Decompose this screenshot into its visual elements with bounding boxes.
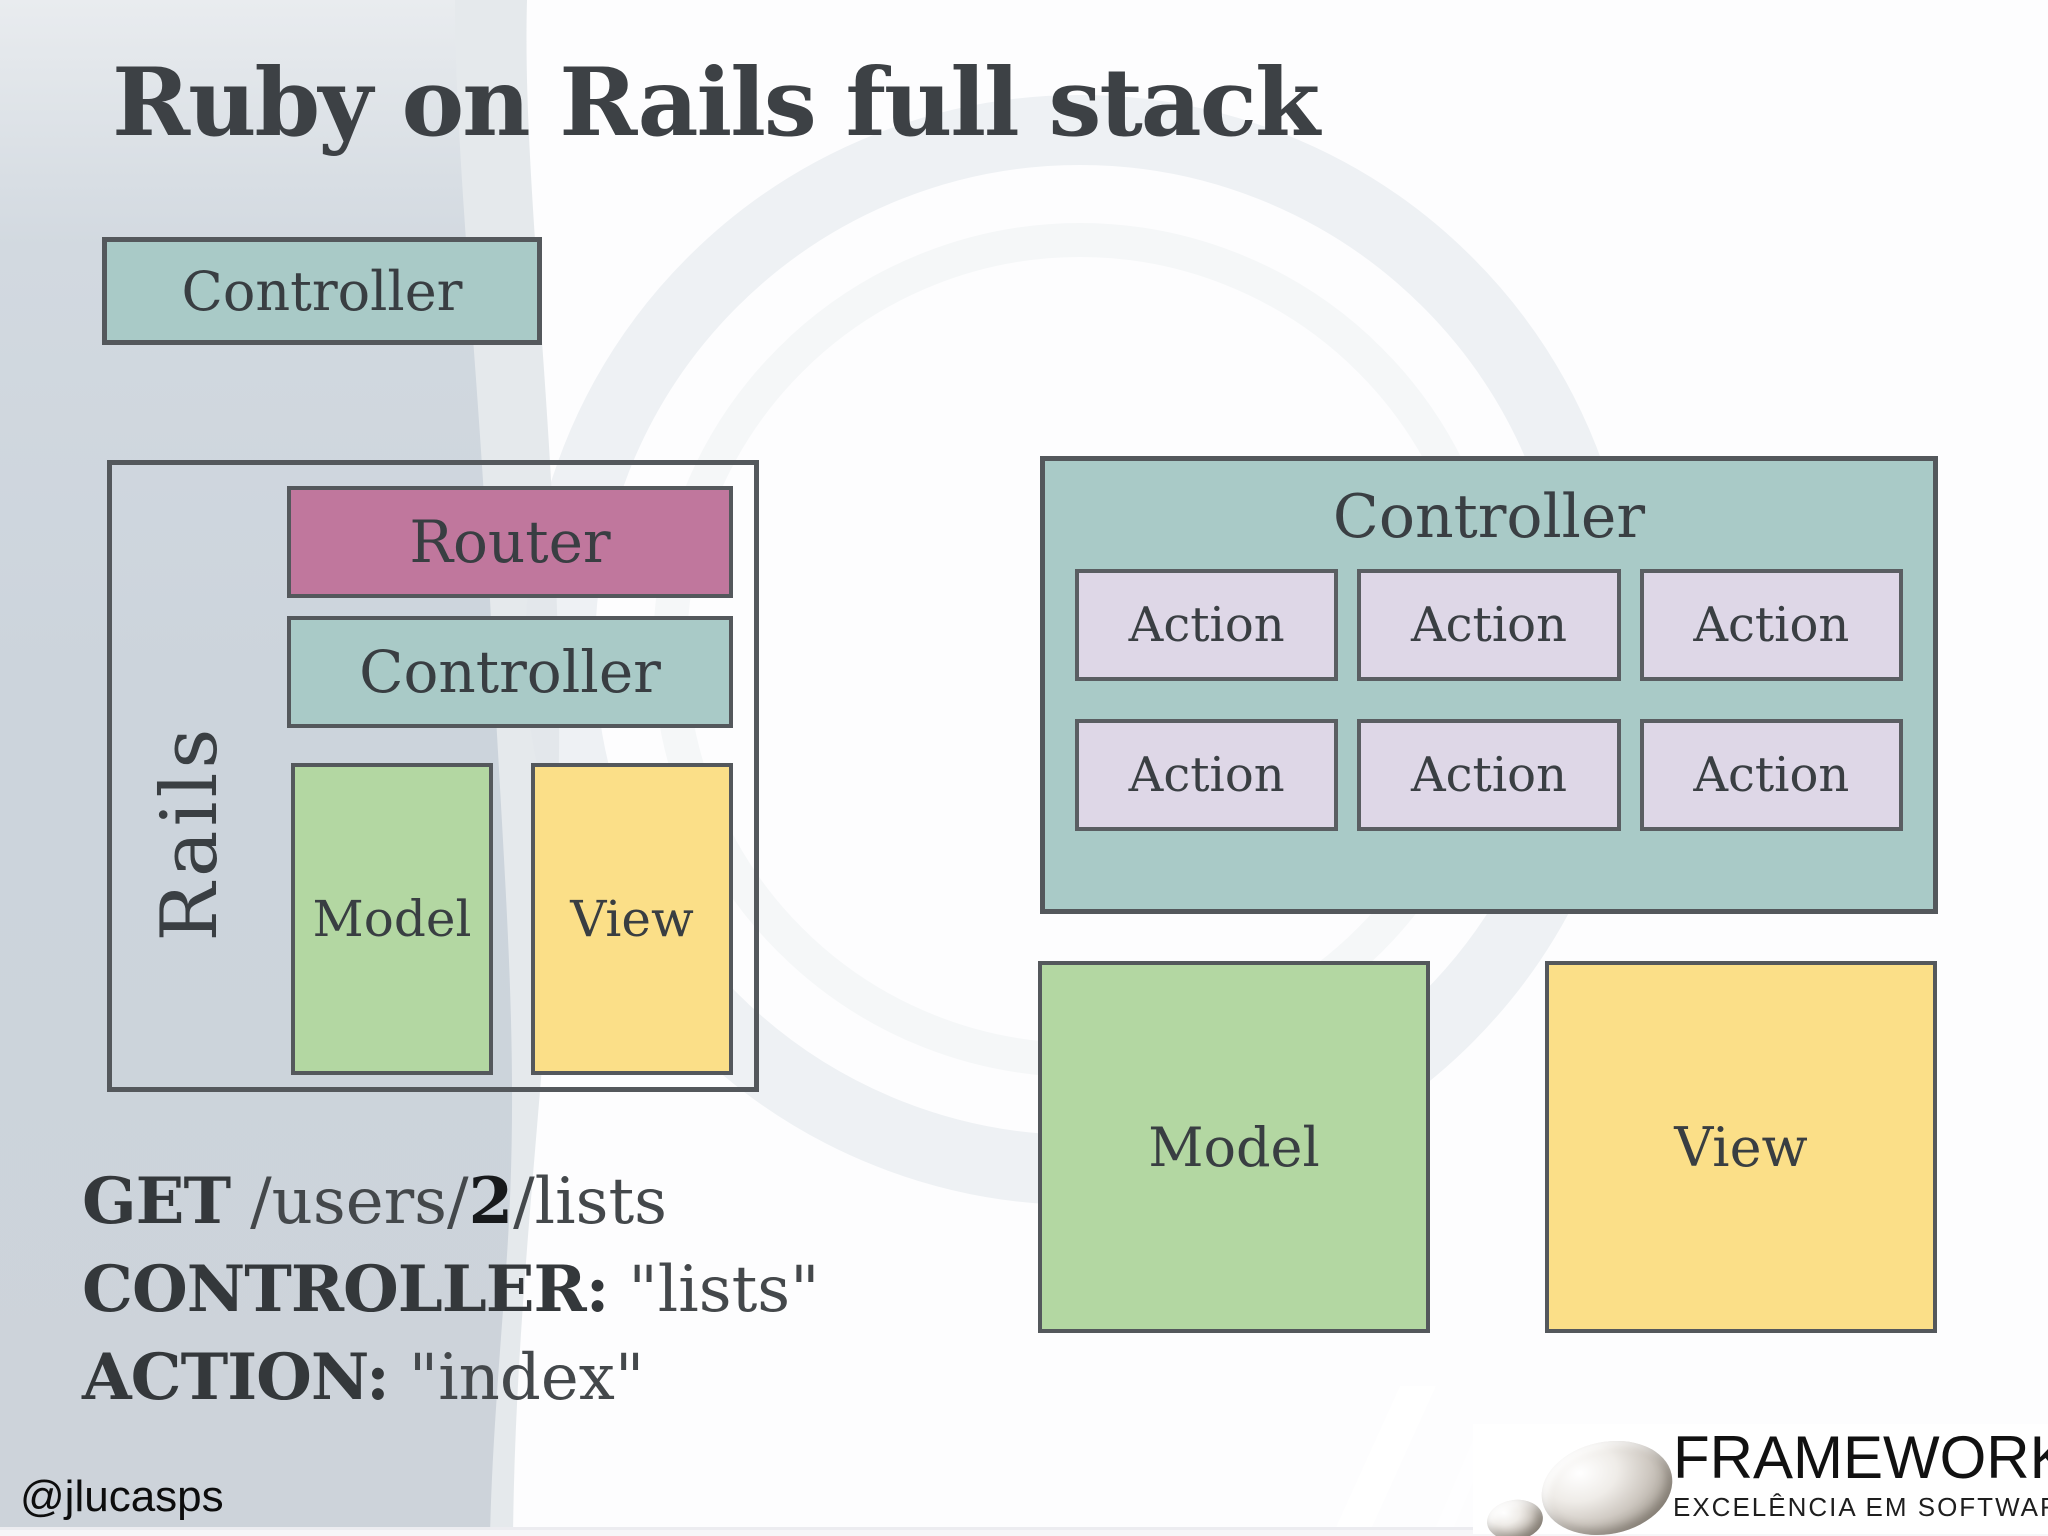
request-line-get: GET/users/2/lists [82,1158,820,1246]
model-box-left: Model [291,763,493,1075]
request-path-prefix: /users/ [250,1165,469,1239]
request-action-key: ACTION: [82,1340,390,1415]
rails-label: Rails [145,724,235,942]
router-label: Router [409,508,611,576]
view-right-label: View [1674,1115,1808,1179]
rails-frame [107,460,759,1092]
request-path-suffix: /lists [513,1165,667,1239]
author-handle: @jlucasps [20,1472,224,1521]
request-action-value: "index" [408,1341,645,1415]
view-left-label: View [570,890,694,948]
page-title: Ruby on Rails full stack [112,48,1320,158]
controller-panel-title: Controller [1332,482,1646,552]
request-line-controller: CONTROLLER: "lists" [82,1246,820,1334]
request-controller-value: "lists" [628,1253,820,1327]
action-box: Action [1357,569,1621,681]
controller-box-top-label: Controller [181,259,463,323]
framework-tagline: EXCELÊNCIA EM SOFTWARE [1673,1492,2048,1522]
controller-box-top: Controller [102,237,542,345]
controller-inner-label: Controller [359,638,661,706]
action-box: Action [1075,569,1339,681]
request-param: 2 [468,1164,514,1239]
view-box-left: View [531,763,733,1075]
request-method: GET [82,1164,231,1239]
action-box: Action [1639,719,1903,831]
controller-box-inner: Controller [287,616,733,728]
action-box: Action [1075,719,1339,831]
action-grid: Action Action Action Action Action Actio… [1045,565,1933,831]
framework-brand: FRAMEWORK [1673,1424,2048,1491]
model-left-label: Model [312,890,472,948]
model-box-right: Model [1038,961,1430,1333]
action-box: Action [1357,719,1621,831]
controller-panel: Controller Action Action Action Action A… [1040,456,1938,914]
framework-logo: FRAMEWORK EXCELÊNCIA EM SOFTWARE [1473,1424,2048,1536]
router-box: Router [287,486,733,598]
action-box: Action [1639,569,1903,681]
pebble-big-icon [1532,1429,1682,1536]
view-box-right: View [1545,961,1937,1333]
request-controller-key: CONTROLLER: [82,1252,609,1327]
request-line-action: ACTION:"index" [82,1334,820,1422]
pebble-small-icon [1484,1496,1546,1536]
model-right-label: Model [1148,1115,1320,1179]
framework-logo-text: FRAMEWORK EXCELÊNCIA EM SOFTWARE [1673,1424,2048,1523]
request-details: GET/users/2/lists CONTROLLER: "lists" ACT… [82,1158,820,1422]
